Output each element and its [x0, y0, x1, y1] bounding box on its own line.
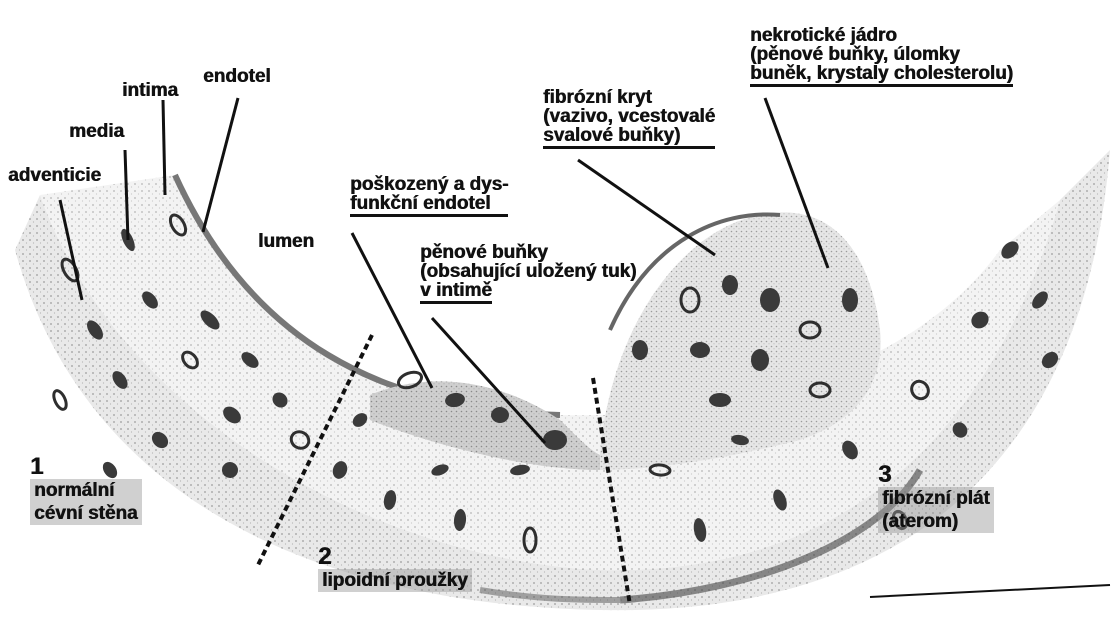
baseline	[870, 585, 1110, 597]
label-lumen: lumen	[258, 232, 314, 251]
cell-nucleus	[491, 407, 509, 423]
label-fibrous-cap-line-1: fibrózní kryt	[543, 88, 715, 107]
label-damaged-endothelium: poškozený a dys- funkční endotel	[350, 175, 508, 217]
label-foam-cells-line-1: pěnové buňky	[420, 243, 636, 262]
stage-3-number: 3	[878, 463, 994, 487]
leader-fibrous-cap	[578, 160, 715, 255]
stage-2-label: 2 lipoidní proužky	[318, 545, 472, 592]
cell-nucleus	[690, 342, 710, 358]
label-damaged-endothelium-line-1: poškozený a dys-	[350, 175, 508, 194]
label-fibrous-cap-line-3: svalové buňky)	[543, 126, 715, 149]
stage-3-line-1: fibrózní plát	[878, 487, 994, 510]
label-necrotic-core-line-2: (pěnové buňky, úlomky	[750, 45, 1013, 64]
stage-1-label: 1 normální cévní stěna	[30, 455, 142, 525]
label-damaged-endothelium-line-2: funkční endotel	[350, 194, 508, 217]
label-media: media	[69, 122, 124, 141]
label-foam-cells-line-3: v intimě	[420, 281, 492, 304]
cell-nucleus	[760, 288, 780, 312]
label-fibrous-cap: fibrózní kryt (vazivo, vcestovalé svalov…	[543, 88, 715, 149]
label-necrotic-core: nekrotické jádro (pěnové buňky, úlomky b…	[750, 26, 1013, 87]
label-foam-cells: pěnové buňky (obsahující uložený tuk) v …	[420, 243, 636, 304]
stage-1-number: 1	[30, 455, 142, 479]
stage-2-line-1: lipoidní proužky	[318, 569, 472, 592]
leader-intima	[163, 100, 165, 195]
cell-nucleus	[543, 430, 567, 450]
stage-1-line-1: normální	[30, 479, 142, 502]
cell-nucleus	[722, 275, 738, 295]
leader-endotel	[203, 98, 238, 232]
cell-nucleus	[842, 288, 858, 312]
label-fibrous-cap-line-2: (vazivo, vcestovalé	[543, 107, 715, 126]
stage-1-line-2: cévní stěna	[30, 502, 142, 525]
label-intima: intima	[122, 81, 178, 100]
stage-3-label: 3 fibrózní plát (aterom)	[878, 463, 994, 533]
label-necrotic-core-line-1: nekrotické jádro	[750, 26, 1013, 45]
cell-nucleus	[632, 340, 648, 360]
label-foam-cells-line-2: (obsahující uložený tuk)	[420, 262, 636, 281]
stage-3-line-2: (aterom)	[878, 510, 994, 533]
stage-2-number: 2	[318, 545, 472, 569]
cell-nucleus	[51, 389, 69, 411]
label-adventicie: adventicie	[8, 166, 101, 185]
cell-nucleus	[751, 349, 769, 371]
label-endotel: endotel	[203, 67, 271, 86]
cell-nucleus	[709, 393, 731, 407]
label-necrotic-core-line-3: buněk, krystaly cholesterolu)	[750, 64, 1013, 87]
